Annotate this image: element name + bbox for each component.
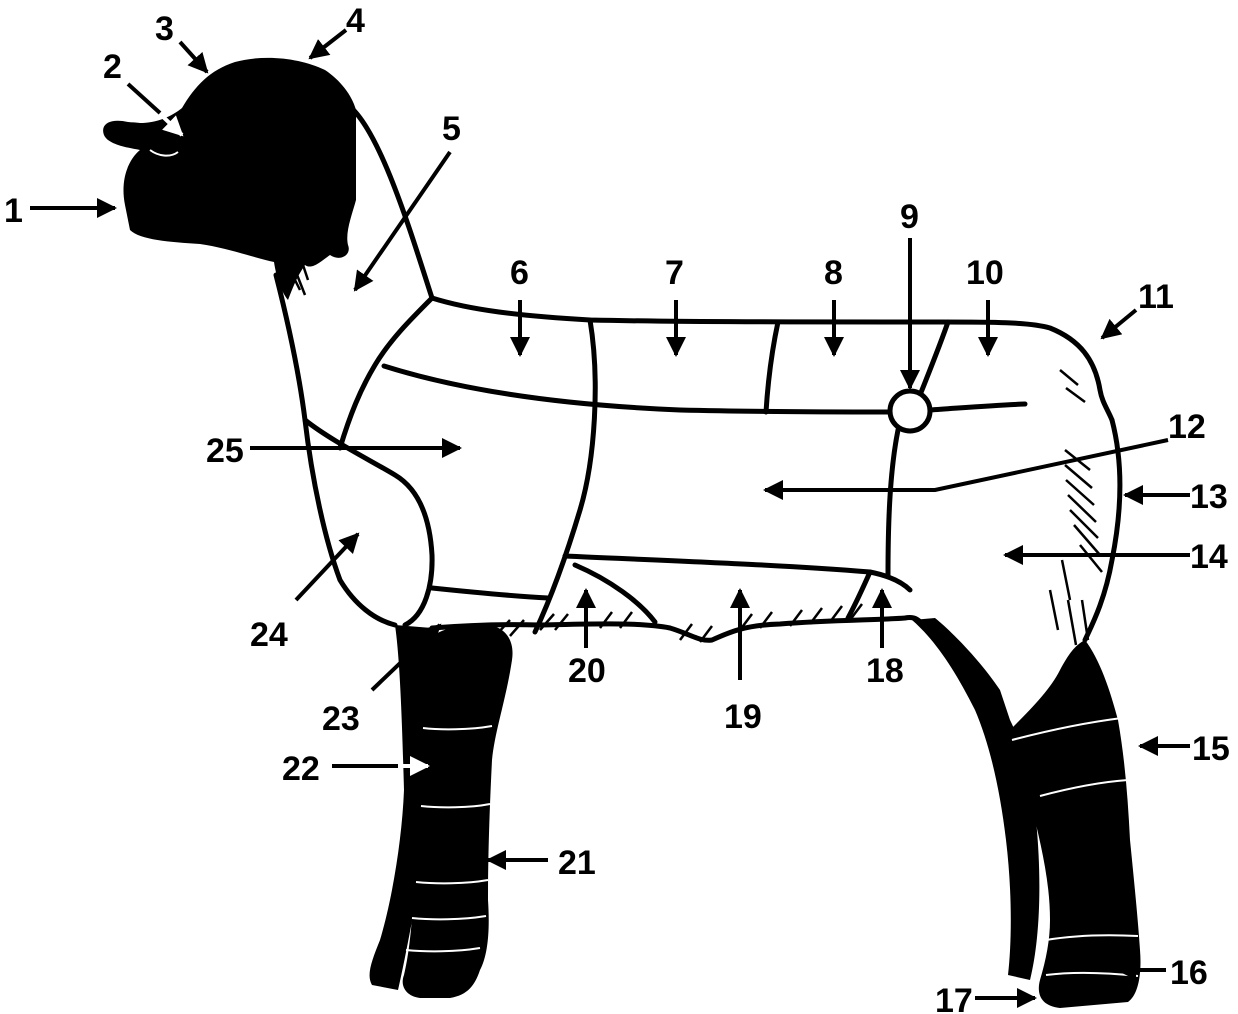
- label-1: 1: [4, 192, 23, 230]
- label-12: 12: [1168, 408, 1206, 446]
- label-23: 23: [322, 700, 360, 738]
- label-20: 20: [568, 652, 606, 690]
- label-11: 11: [1138, 278, 1174, 316]
- label-21: 21: [558, 844, 596, 882]
- sheep-body-outline: [276, 105, 1120, 640]
- label-15: 15: [1192, 730, 1230, 768]
- label-24: 24: [250, 616, 288, 654]
- arrow-11: [1102, 310, 1136, 338]
- arrow-2-tail: [128, 84, 160, 113]
- label-22: 22: [282, 750, 320, 788]
- label-25: 25: [206, 432, 244, 470]
- label-3: 3: [155, 10, 174, 48]
- label-6: 6: [510, 254, 529, 292]
- front-leg-near: [403, 624, 513, 998]
- label-5: 5: [442, 110, 461, 148]
- arrow-4: [310, 30, 346, 58]
- label-2: 2: [103, 48, 122, 86]
- arrow-3: [180, 42, 207, 72]
- hind-leg-far: [912, 618, 1039, 980]
- leg-hatching: [1050, 370, 1102, 645]
- label-18: 18: [866, 652, 904, 690]
- label-19: 19: [724, 698, 762, 736]
- label-13: 13: [1190, 478, 1228, 516]
- label-9: 9: [900, 198, 919, 236]
- label-14: 14: [1190, 538, 1228, 576]
- label-10: 10: [966, 254, 1004, 292]
- label-16: 16: [1170, 954, 1208, 992]
- label-7: 7: [665, 254, 684, 292]
- arrow-12: [765, 440, 1168, 490]
- arrow-5: [355, 152, 450, 290]
- label-4: 4: [346, 2, 365, 40]
- label-8: 8: [824, 254, 843, 292]
- label-17: 17: [935, 982, 973, 1014]
